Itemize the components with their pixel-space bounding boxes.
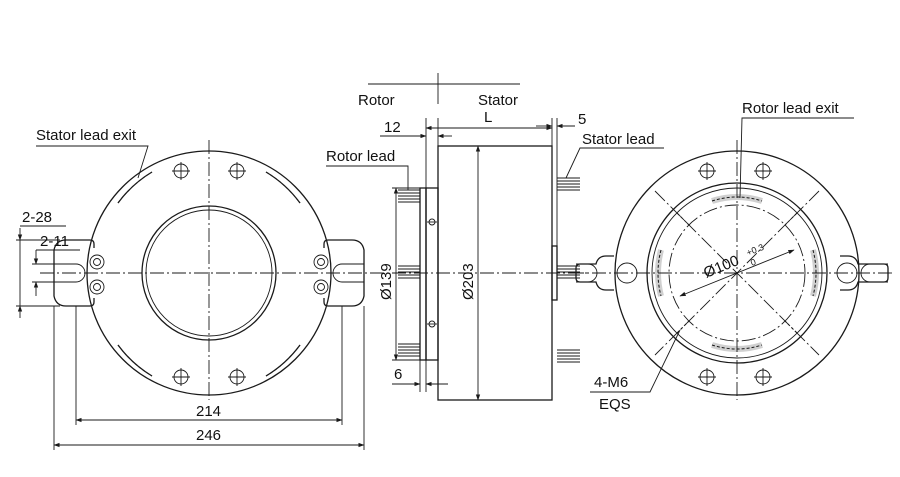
stator-label: Stator <box>478 92 518 109</box>
stator-lead-exit-leader <box>36 145 149 179</box>
rotor-flange-screws <box>427 218 437 328</box>
dim-100-tol-lower: 0 <box>749 257 757 268</box>
dim-12: 12 <box>384 119 401 136</box>
dim-214: 214 <box>196 403 221 420</box>
rotor-collar <box>419 187 427 361</box>
ear-screws <box>89 254 329 295</box>
stator-lead-exit-label: Stator lead exit <box>36 127 137 144</box>
m6-label: 4-M6 <box>594 374 628 391</box>
dim-6: 6 <box>394 366 402 383</box>
rotor-lead-exit-label: Rotor lead exit <box>742 100 840 117</box>
dim-139: Ø139 <box>378 263 395 300</box>
dim-2-11: 2-11 <box>40 233 69 250</box>
rotor-lead-exit-leader <box>739 117 854 199</box>
right-rear-view: Ø100 +0.3 0 Rotor lead exit 4-M6 EQS <box>570 100 895 413</box>
bolt-holes <box>172 162 246 386</box>
m6-eqs-label: EQS <box>599 396 631 413</box>
m6-leader <box>590 329 681 393</box>
dim-L: L <box>484 109 492 126</box>
dim-246: 246 <box>196 427 221 444</box>
dim-5: 5 <box>578 111 586 128</box>
stator-lead-label: Stator lead <box>582 131 655 148</box>
rotor-lead-label: Rotor lead <box>326 148 395 165</box>
left-front-view: Stator lead exit 2-28 2-11 214 246 <box>16 127 385 450</box>
dim-100: Ø100 <box>701 252 741 282</box>
rotor-label: Rotor <box>358 92 395 109</box>
stator-lead-leader <box>565 147 664 179</box>
rotor-lead-leader <box>326 165 409 190</box>
dim-203: Ø203 <box>460 263 477 300</box>
rotor-flange <box>425 187 439 361</box>
stator-lead-exits <box>117 171 301 377</box>
ear-slot-dimensions <box>16 225 80 318</box>
dim-2-28: 2-28 <box>22 209 52 226</box>
dim-100-line <box>679 249 795 297</box>
rotor-lead-wires <box>398 189 420 357</box>
middle-side-view: Rotor Stator <box>326 73 664 401</box>
